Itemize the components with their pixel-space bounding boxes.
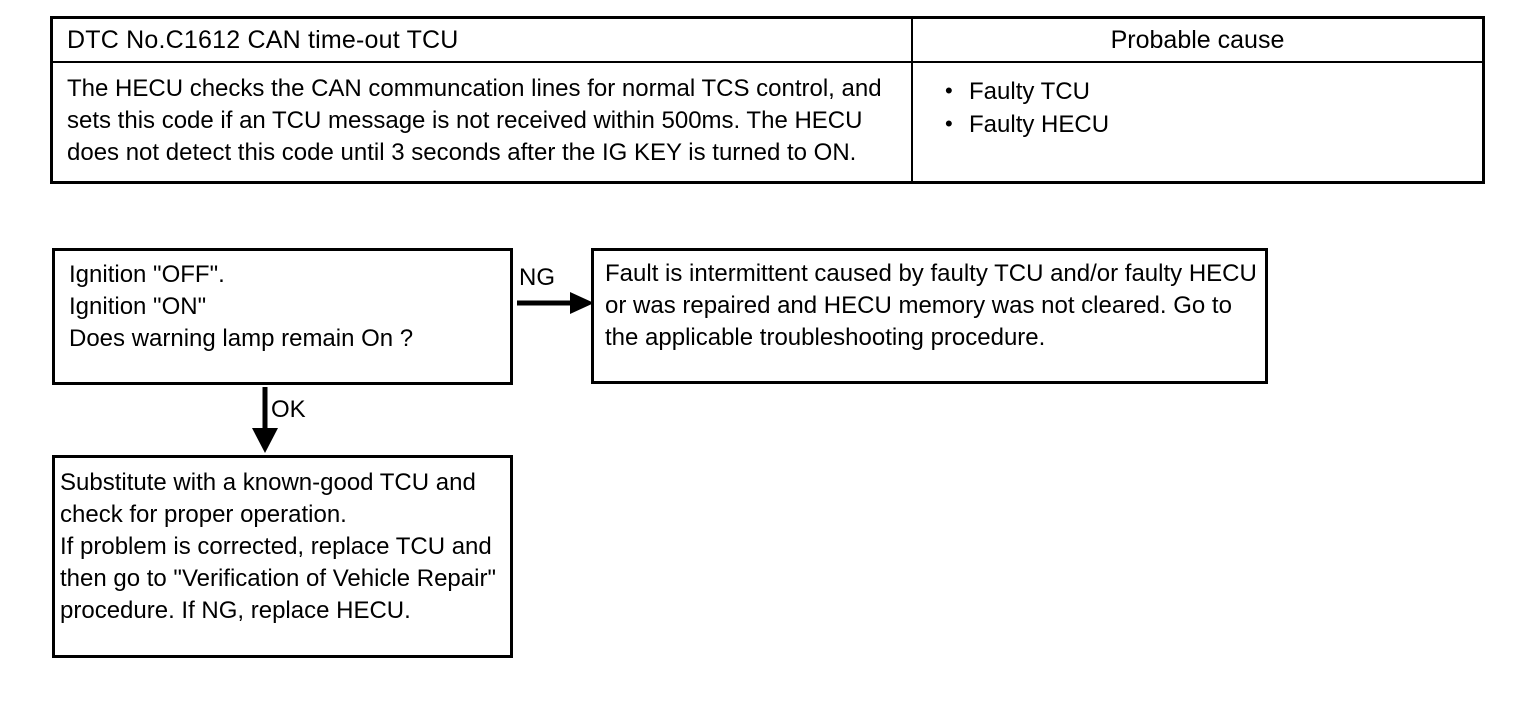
dtc-description-cell: The HECU checks the CAN communcation lin… [53, 63, 913, 181]
flow-box-substitute-tcu: Substitute with a known-good TCU and che… [52, 455, 513, 658]
list-item: • Faulty TCU [945, 75, 1482, 108]
dtc-table: DTC No.C1612 CAN time-out TCU Probable c… [50, 16, 1485, 184]
cause-label: Faulty TCU [969, 78, 1090, 105]
dtc-description-text: The HECU checks the CAN communcation lin… [67, 75, 882, 166]
arrow-label-ok: OK [271, 396, 306, 423]
cause-label: Faulty HECU [969, 111, 1110, 138]
arrow-ok [252, 387, 278, 453]
probable-cause-title: Probable cause [1110, 26, 1285, 54]
flow-box-ignition-check-text: Ignition "OFF". Ignition "ON" Does warni… [69, 261, 414, 352]
arrow-ng [517, 292, 594, 314]
flow-box-fault-intermittent-text: Fault is intermittent caused by faulty T… [605, 260, 1257, 351]
flow-box-fault-intermittent: Fault is intermittent caused by faulty T… [591, 248, 1268, 384]
probable-cause-list: • Faulty TCU • Faulty HECU [927, 69, 1482, 151]
probable-cause-cell: • Faulty TCU • Faulty HECU [913, 63, 1482, 181]
table-body-row: The HECU checks the CAN communcation lin… [53, 63, 1482, 181]
flow-box-ignition-check: Ignition "OFF". Ignition "ON" Does warni… [52, 248, 513, 385]
bullet-icon: • [945, 78, 953, 103]
bullet-icon: • [945, 111, 953, 136]
probable-cause-header-cell: Probable cause [913, 19, 1482, 61]
dtc-code-title: DTC No.C1612 CAN time-out TCU [67, 26, 459, 54]
flow-box-substitute-tcu-text: Substitute with a known-good TCU and che… [60, 469, 496, 624]
list-item: • Faulty HECU [945, 108, 1482, 141]
arrow-label-ng: NG [519, 264, 555, 291]
dtc-code-header-cell: DTC No.C1612 CAN time-out TCU [53, 19, 913, 61]
table-header-row: DTC No.C1612 CAN time-out TCU Probable c… [53, 19, 1482, 63]
